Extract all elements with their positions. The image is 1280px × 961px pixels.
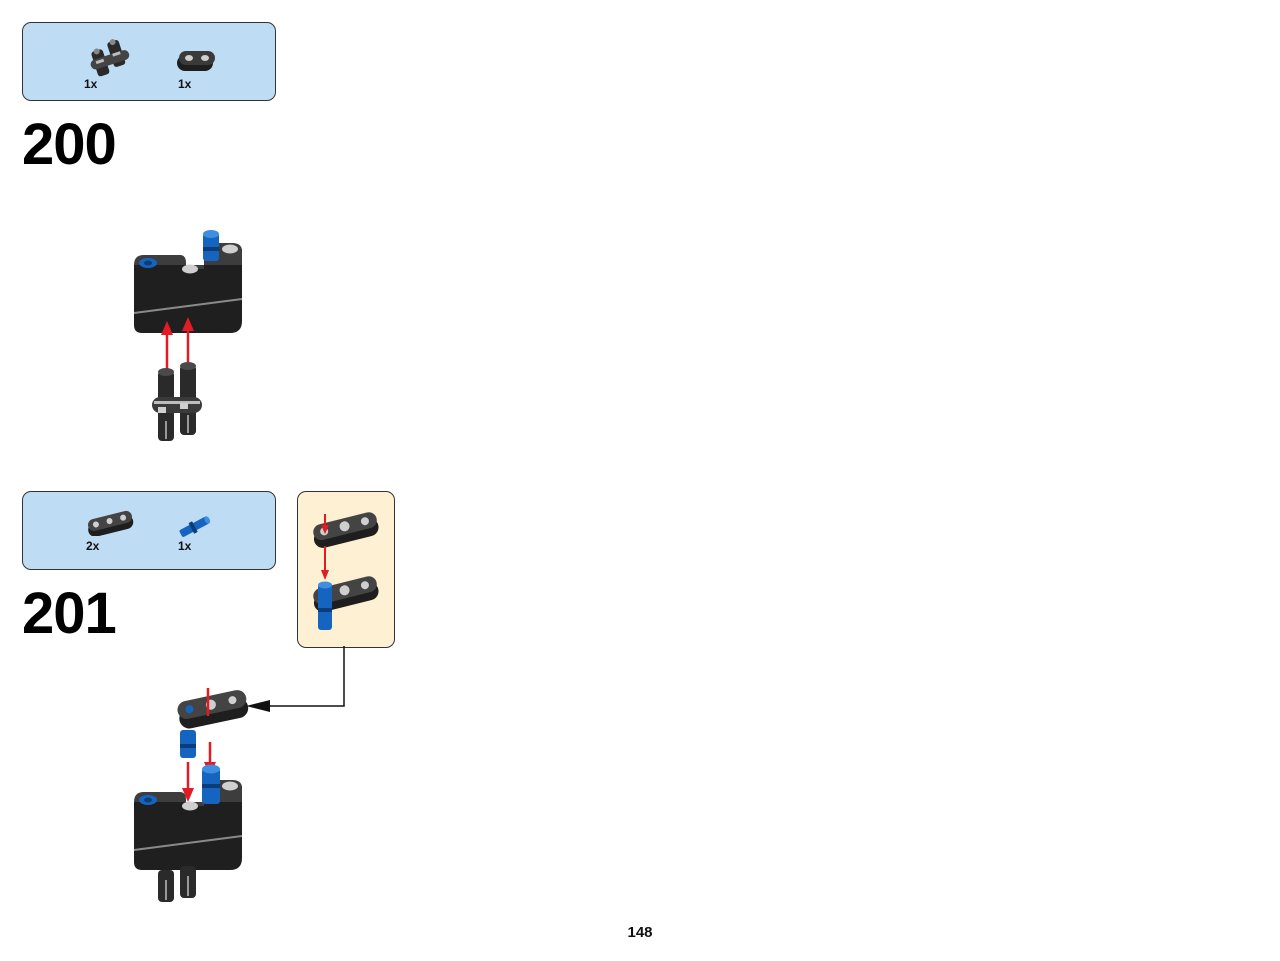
step-200-assembly-illustration [133, 230, 243, 441]
sub-assembly-illustration [313, 512, 379, 630]
liftarm-3-icon [87, 510, 134, 536]
double-pin-connector-icon [90, 39, 130, 77]
blue-axle-pin-icon [179, 516, 211, 537]
page-number: 148 [627, 924, 653, 941]
sub-assembly-callout [297, 491, 395, 648]
parts-list-step-201: 2x 1x [22, 491, 276, 570]
part-qty: 1x [84, 77, 98, 91]
part-qty: 1x [178, 77, 192, 91]
step-number: 200 [22, 112, 117, 177]
part-qty: 1x [178, 539, 192, 553]
step-number: 201 [22, 581, 117, 646]
part-qty: 2x [86, 539, 100, 553]
callout-leader-arrow [246, 646, 345, 712]
parts-list-step-200: 1x 1x [22, 22, 276, 101]
small-beam-icon [177, 51, 215, 71]
step-201-assembly-illustration [133, 688, 249, 902]
